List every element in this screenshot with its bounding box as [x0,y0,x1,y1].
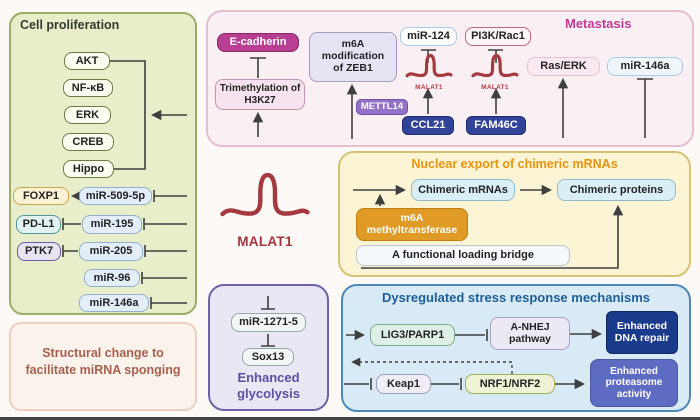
mir-146a-metastasis-box: miR-146a [607,57,683,76]
glycolysis-panel [208,284,329,411]
enhanced-glycolysis-caption: Enhanced glycolysis [237,370,300,402]
mir-124-box: miR-124 [400,27,457,46]
nrf1-nrf2-box: NRF1/NRF2 [465,374,555,394]
bottom-edge-strip [0,417,700,420]
chimeric-proteins-box: Chimeric proteins [557,179,676,201]
malat1-small-label-1: MALAT1 [415,84,443,91]
keap1-box: Keap1 [376,374,431,394]
mir-195-box: miR-195 [82,215,142,234]
metastasis-title: Metastasis [565,16,632,31]
loading-bridge-box: A functional loading bridge [356,245,570,266]
enhanced-proteasome-box: Enhanced proteasome activity [590,359,678,407]
erk-box: ERK [64,106,111,124]
foxp1-box: FOXP1 [13,187,69,205]
ccl21-box: CCL21 [402,116,454,135]
pi3k-rac1-box: PI3K/Rac1 [465,27,531,46]
e-cadherin-box: E-cadherin [217,33,299,52]
nuclear-export-title: Nuclear export of chimeric mRNAs [411,157,618,171]
creb-box: CREB [62,133,114,151]
mir-96-box: miR-96 [84,269,140,287]
mettl14-box: METTL14 [356,99,408,115]
malat1-small-label-2: MALAT1 [481,84,509,91]
enhanced-dna-repair-box: Enhanced DNA repair [606,311,678,354]
structural-change-text: Structural change to facilitate miRNA sp… [25,346,181,377]
trimethylation-h3k27-box: Trimethylation of H3K27 [215,79,305,110]
lig3-parp1-box: LIG3/PARP1 [370,324,455,346]
hippo-box: Hippo [63,160,114,178]
ras-erk-box: Ras/ERK [527,57,600,76]
m6a-methyltransferase-box: m6A methyltransferase [356,208,468,241]
mir-1271-5-box: miR-1271-5 [231,313,306,332]
chimeric-mrnas-box: Chimeric mRNAs [411,179,515,201]
mir-509-5p-box: miR-509-5p [79,187,152,205]
m6a-zeb1-box: m6A modification of ZEB1 [309,32,397,82]
stress-response-title: Dysregulated stress response mechanisms [381,290,651,305]
malat1-rna-icon [405,54,453,78]
akt-box: AKT [64,52,110,70]
mir-146a-box: miR-146a [79,294,149,312]
cell-proliferation-title: Cell proliferation [20,18,120,32]
mir-205-box: miR-205 [79,242,143,261]
a-nhej-pathway-box: A-NHEJ pathway [490,317,570,350]
fam46c-box: FAM46C [466,116,526,135]
malat1-rna-icon [220,172,310,217]
sox13-box: Sox13 [242,348,294,366]
structural-change-panel [9,322,197,411]
malat1-rna-icon [471,54,519,78]
pdl1-box: PD-L1 [16,215,61,234]
malat1-central-label: MALAT1 [237,234,293,249]
ptk7-box: PTK7 [17,242,61,261]
nfkb-box: NF-κB [63,79,113,97]
